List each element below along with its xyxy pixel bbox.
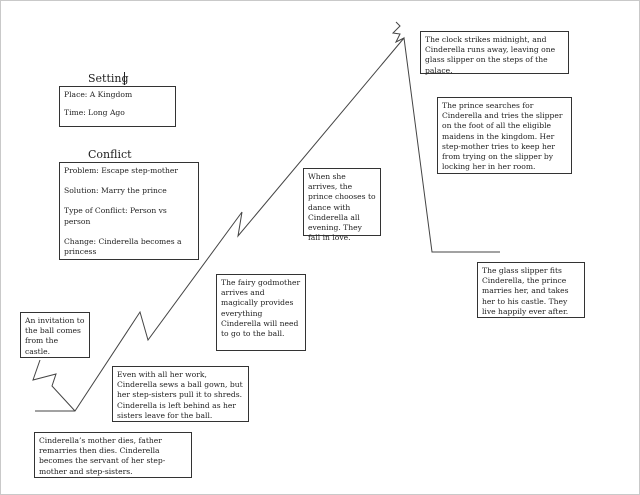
setting-box: Place: A Kingdom Time: Long Ago: [59, 86, 176, 127]
resolution-box: The glass slipper fits Cinderella, the p…: [477, 262, 585, 318]
conflict-change: Change: Cinderella becomes a princess: [64, 236, 182, 257]
dance-box: When she arrives, the prince chooses to …: [303, 168, 381, 242]
gown-box: Even with all her work, Cinderella sews …: [112, 366, 249, 422]
conflict-heading: Conflict: [88, 148, 132, 161]
setting-time: Time: Long Ago: [64, 108, 125, 118]
setting-heading: Setting: [88, 72, 129, 85]
invitation-lightning-connector: [32, 359, 76, 412]
conflict-problem: Problem: Escape step-mother: [64, 166, 178, 175]
setting-place: Place: A Kingdom: [64, 90, 133, 99]
invitation-box: An invitation to the ball comes from the…: [20, 312, 90, 358]
plot-line: [35, 36, 500, 412]
conflict-box: Problem: Escape step-mother Solution: Ma…: [59, 162, 199, 260]
conflict-solution: Solution: Marry the prince: [64, 186, 167, 196]
search-box: The prince searches for Cinderella and t…: [437, 97, 572, 174]
setting-heading-cursor: [124, 72, 125, 85]
climax-lightning-icon: [391, 21, 405, 44]
exposition-box: Cinderella’s mother dies, father remarri…: [34, 432, 192, 478]
godmother-box: The fairy godmother arrives and magicall…: [216, 274, 306, 351]
conflict-type: Type of Conflict: Person vs person: [64, 206, 167, 226]
midnight-box: The clock strikes midnight, and Cinderel…: [420, 31, 569, 75]
